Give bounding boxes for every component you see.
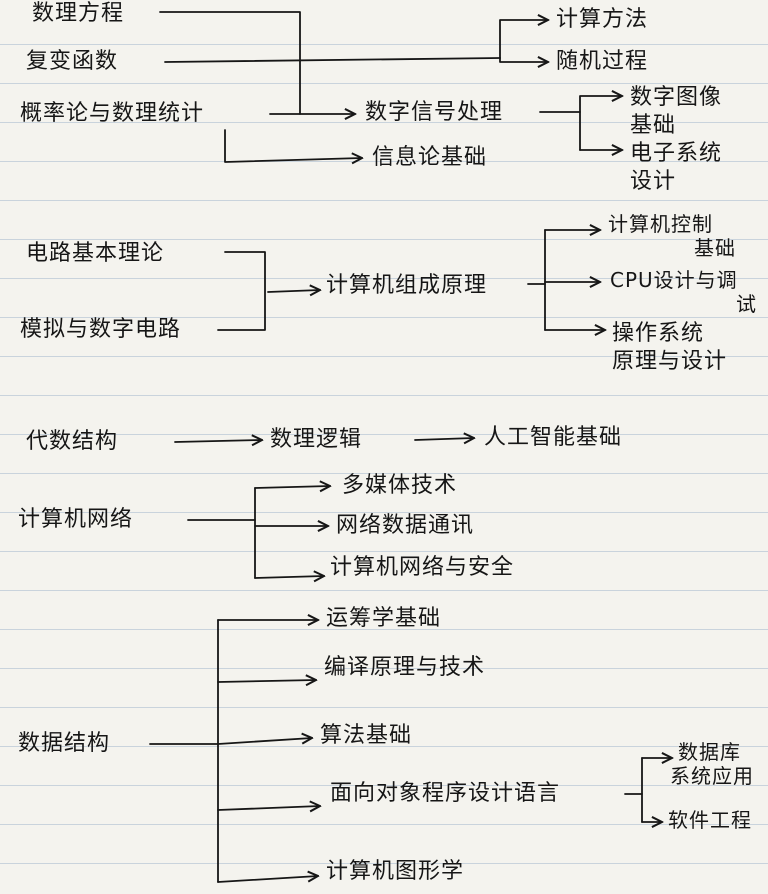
- edge-shuli-to-bus: [159, 11, 301, 115]
- node-dianzi-xitong-line2: 设计: [630, 169, 677, 194]
- node-cpu: CPU设计与调 试: [610, 268, 757, 316]
- node-caozuo-xitong: 操作系统 原理与设计: [612, 320, 727, 376]
- edge-bracket-to-zucheng: [267, 290, 320, 292]
- node-tuxingxue: 计算机图形学: [326, 859, 465, 884]
- node-shuju-jiegou: 数据结构: [18, 731, 111, 756]
- edge-signal-to-image: [579, 96, 622, 151]
- node-gailv: 概率论与数理统计: [20, 101, 205, 126]
- edge-fubian-to-bus: [164, 57, 501, 63]
- edge-gailv-to-info: [224, 129, 362, 162]
- node-shuzi-tuxiang-line2: 基础: [630, 113, 677, 138]
- node-dianzi-xitong: 电子系统 设计: [630, 140, 722, 196]
- node-caozuo-xitong-line1: 操作系统: [612, 321, 705, 346]
- node-xinxilun: 信息论基础: [372, 145, 488, 170]
- edge-to-bianyi: [217, 680, 316, 682]
- edge-to-tuxing: [217, 876, 318, 883]
- node-bianyi: 编译原理与技术: [324, 655, 486, 680]
- node-suanfa: 算法基础: [320, 723, 413, 748]
- edge-bus-jisuan: [499, 20, 548, 59]
- node-shujuku-line2: 系统应用: [670, 764, 754, 788]
- node-yunchouxue: 运筹学基础: [326, 606, 442, 631]
- node-jisuanji-wangluo: 计算机网络: [18, 507, 134, 532]
- node-kongzhi-line1: 计算机控制: [608, 212, 713, 236]
- edge-dianlu-bracket: [217, 251, 266, 331]
- node-wangluo-tongxun: 网络数据通讯: [336, 513, 475, 538]
- node-shuli-fangcheng: 数理方程: [32, 1, 125, 26]
- node-moni-shuzi: 模拟与数字电路: [20, 317, 182, 342]
- node-jisuan-fangfa: 计算方法: [556, 7, 649, 32]
- node-rengong-zhineng: 人工智能基础: [484, 425, 623, 450]
- node-duomeiti: 多媒体技术: [342, 473, 458, 498]
- node-kongzhi: 计算机控制 基础: [608, 212, 736, 260]
- edge-to-duomeiti: [254, 486, 330, 488]
- node-cpu-line1: CPU设计与调: [610, 268, 738, 292]
- node-suiji-guocheng: 随机过程: [556, 49, 649, 74]
- node-caozuo-xitong-line2: 原理与设计: [612, 349, 728, 374]
- node-shuzi-tuxiang-line1: 数字图像: [630, 85, 723, 110]
- node-ruanjian-gongcheng: 软件工程: [668, 808, 752, 832]
- edge-to-suanfa: [217, 738, 312, 745]
- edge-to-anquan: [254, 576, 324, 578]
- node-shuzi-xinhao: 数字信号处理: [365, 100, 504, 125]
- node-fubian-hanshu: 复变函数: [26, 49, 119, 74]
- node-daishu: 代数结构: [26, 429, 119, 454]
- node-shuli-luoji: 数理逻辑: [270, 427, 363, 452]
- node-cpu-line2: 试: [736, 292, 757, 316]
- edge-to-mianxiang: [217, 806, 320, 810]
- edge-luoji-to-ai: [414, 438, 474, 440]
- node-jisuanji-zucheng: 计算机组成原理: [326, 273, 488, 298]
- edge-bus-suiji: [499, 58, 548, 62]
- node-dianzi-xitong-line1: 电子系统: [630, 141, 723, 166]
- node-dianlu: 电路基本理论: [26, 241, 165, 266]
- node-shujuku: 数据库 系统应用: [670, 740, 754, 788]
- edge-daishu-to-luoji: [174, 440, 262, 442]
- node-kongzhi-line2: 基础: [694, 236, 736, 260]
- node-mianxiang-duixiang: 面向对象程序设计语言: [330, 781, 561, 806]
- node-wangluo-anquan: 计算机网络与安全: [330, 555, 515, 580]
- node-shujuku-line1: 数据库: [678, 740, 741, 764]
- node-shuzi-tuxiang: 数字图像 基础: [630, 84, 722, 140]
